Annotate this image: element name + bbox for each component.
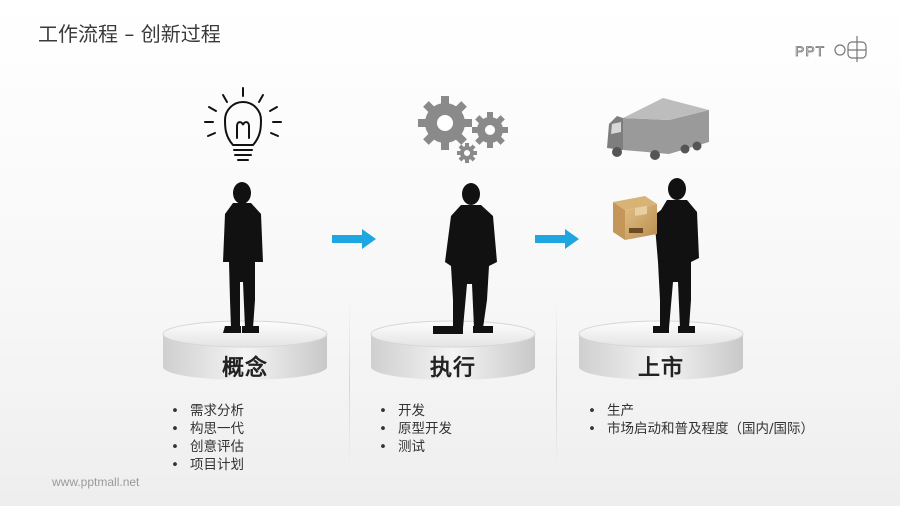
stage-label: 上市 xyxy=(637,356,684,381)
pedestal xyxy=(578,320,744,380)
list-item: 市场启动和普及程度（国内/国际） xyxy=(585,420,814,438)
standing-man-silhouette xyxy=(433,183,497,334)
page-title: 工作流程 – 创新过程 xyxy=(38,22,221,46)
thinking-man-silhouette xyxy=(223,182,263,333)
list-item: 开发 xyxy=(376,402,452,420)
list-item: 创意评估 xyxy=(168,438,244,456)
stage-execute-list: 开发 原型开发 测试 xyxy=(376,402,452,456)
svg-text:PPT: PPT xyxy=(795,43,825,59)
list-item: 原型开发 xyxy=(376,420,452,438)
list-item: 需求分析 xyxy=(168,402,244,420)
truck-icon xyxy=(607,98,709,160)
brand-logo: PPT xyxy=(793,36,873,72)
footer-url: www.pptmall.net xyxy=(52,475,140,489)
stage-concept: 概念 xyxy=(145,0,345,506)
stage-market: 上市 xyxy=(561,0,761,506)
stage-market-list: 生产 市场启动和普及程度（国内/国际） xyxy=(585,402,814,438)
arrow-right-icon xyxy=(535,228,581,254)
divider xyxy=(349,300,350,470)
list-item: 生产 xyxy=(585,402,814,420)
list-item: 项目计划 xyxy=(168,456,244,474)
arrow-right-icon xyxy=(332,228,378,254)
stage-label: 执行 xyxy=(429,356,476,381)
stage-execute: 执行 xyxy=(353,0,553,506)
list-item: 测试 xyxy=(376,438,452,456)
cardboard-box-icon xyxy=(613,196,657,240)
gears-icon xyxy=(418,96,508,163)
stage-concept-list: 需求分析 构思一代 创意评估 项目计划 xyxy=(168,402,244,474)
stage-label: 概念 xyxy=(221,356,268,381)
list-item: 构思一代 xyxy=(168,420,244,438)
pedestal xyxy=(370,320,536,380)
lightbulb-icon xyxy=(204,87,282,161)
divider xyxy=(556,300,557,470)
